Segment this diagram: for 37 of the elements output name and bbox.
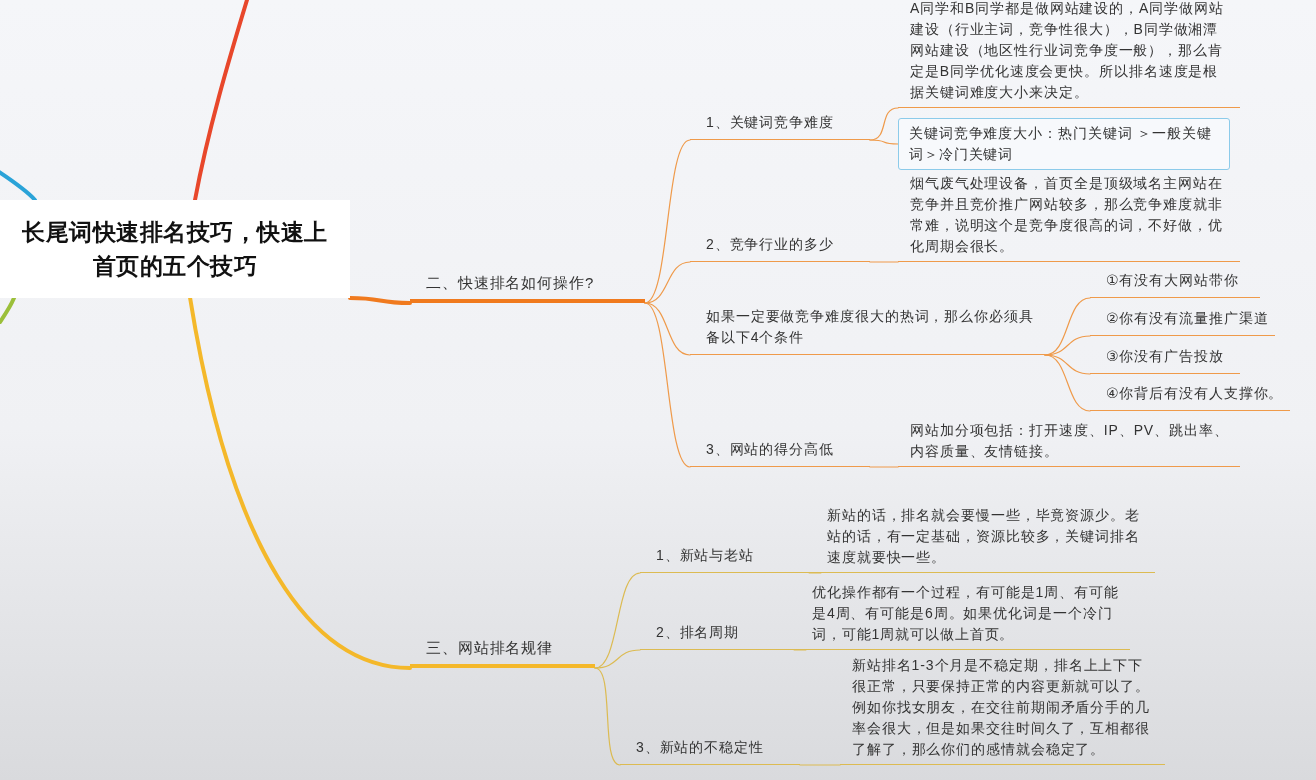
- topic-note: 优化操作都有一个过程，有可能是1周、有可能是4周、有可能是6周。如果优化词是一个冷门词，可能1周就可以做上首页。: [800, 581, 1130, 650]
- branch-line: [0, 170, 37, 202]
- branch-line: [193, 0, 249, 202]
- central-topic-box: 长尾词快速排名技巧，快速上首页的五个技巧: [0, 200, 350, 298]
- branch-line: [594, 667, 621, 766]
- branch-line: [1044, 354, 1091, 412]
- branch-topic: 三、网站排名规律: [410, 628, 595, 668]
- subtopic: 如果一定要做竞争难度很大的热词，那么你必须具备以下4个条件: [690, 305, 1045, 355]
- branch-line: [644, 261, 691, 304]
- subtopic: 2、竞争行业的多少: [690, 225, 870, 262]
- branch-line: [799, 764, 841, 766]
- subtopic: ②你有没有流量推广渠道: [1090, 306, 1275, 336]
- topic-note: 网站加分项包括：打开速度、IP、PV、跳出率、内容质量、友情链接。: [898, 421, 1240, 467]
- branch-line: [793, 649, 807, 651]
- subtopic: ①有没有大网站带你: [1090, 266, 1260, 298]
- subtopic: 3、新站的不稳定性: [620, 730, 800, 765]
- topic-note: 新站的话，排名就会要慢一些，毕竟资源少。老站的话，有一定基础，资源比较多，关键词排名速度就要快一些。: [815, 506, 1155, 573]
- branch-line: [348, 296, 412, 305]
- branch-line: [0, 296, 16, 324]
- branch-line: [594, 649, 641, 669]
- subtopic: 3、网站的得分高低: [690, 435, 870, 467]
- branch-line: [188, 296, 412, 670]
- branch-topic: 二、快速排名如何操作?: [410, 265, 645, 303]
- subtopic: 1、关键词竞争难度: [690, 103, 870, 140]
- subtopic: 1、新站与老站: [640, 540, 815, 573]
- subtopic: 2、排名周期: [640, 617, 800, 650]
- branch-line: [808, 572, 822, 574]
- topic-note: 新站排名1-3个月是不稳定期，排名上上下下很正常，只要保持正常的内容更新就可以了。例如你找女朋友，在交往前期闹矛盾分手的几率会很大，但是如果交往时间久了，互相都很了解了，那么你们的感情就会稳定了。: [840, 650, 1165, 765]
- branch-line: [644, 302, 691, 468]
- branch-line: [1044, 354, 1091, 375]
- topic-note: 烟气废气处理设备，首页全是顶级域名主网站在竞争并且竞价推广网站较多，那么竞争难度就非常难，说明这个是竞争度很高的词，不好做，优化周期会很长。: [898, 172, 1240, 262]
- subtopic: ③你没有广告投放: [1090, 344, 1240, 374]
- subtopic: ④你背后有没有人支撑你。: [1090, 381, 1290, 411]
- branch-line: [869, 139, 899, 145]
- note-box: 关键词竞争难度大小：热门关键词 ＞一般关键词＞冷门关键词: [898, 118, 1230, 170]
- branch-line: [869, 466, 899, 468]
- branch-line: [869, 261, 899, 263]
